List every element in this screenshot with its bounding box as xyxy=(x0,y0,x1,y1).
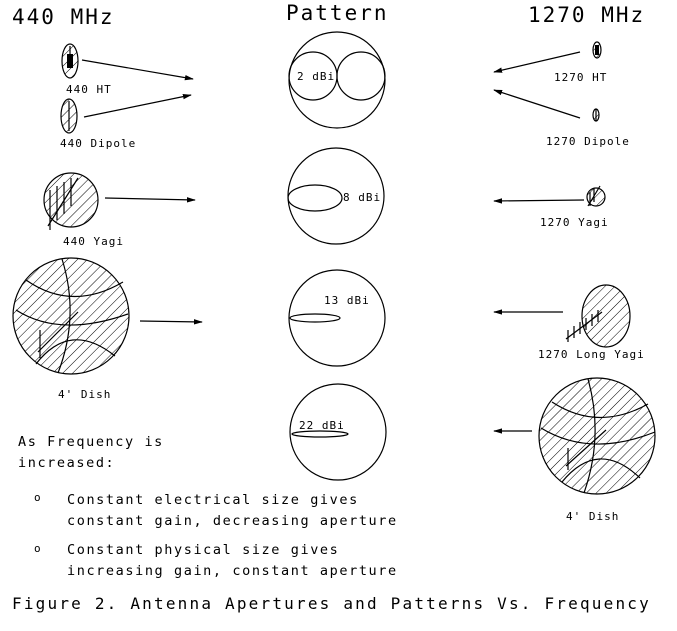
label-440-ht: 440 HT xyxy=(66,83,112,96)
dipole-1270-aperture xyxy=(592,108,600,122)
bullet-marker-1: o xyxy=(34,491,42,504)
dish-440-aperture xyxy=(12,257,130,375)
header-440mhz: 440 MHz xyxy=(12,5,115,29)
ht-440-aperture xyxy=(61,43,79,79)
arrow-ht-1270 xyxy=(493,51,581,73)
long-yagi-1270-aperture xyxy=(565,284,631,348)
yagi-440-aperture xyxy=(43,172,99,230)
label-1270-yagi: 1270 Yagi xyxy=(540,216,609,229)
gain-22dbi: 22 dBi xyxy=(299,419,345,432)
label-1270-dish: 4' Dish xyxy=(566,510,619,523)
label-1270-dipole: 1270 Dipole xyxy=(546,135,630,148)
note-bullet2-line2: increasing gain, constant aperture xyxy=(67,563,398,579)
label-440-dipole: 440 Dipole xyxy=(60,137,136,150)
note-bullet2-line1: Constant physical size gives xyxy=(67,542,339,558)
pattern-dish xyxy=(289,383,387,481)
gain-8dbi: 8 dBi xyxy=(343,191,381,204)
notes-intro-line1: As Frequency is xyxy=(18,434,164,450)
bullet-marker-2: o xyxy=(34,542,42,555)
dish-1270-aperture xyxy=(538,377,656,495)
ht-1270-aperture xyxy=(592,41,602,59)
yagi-1270-aperture xyxy=(586,185,606,207)
arrow-yagi-1270 xyxy=(493,198,585,204)
label-1270-ht: 1270 HT xyxy=(554,71,607,84)
notes-intro-line2: increased: xyxy=(18,455,115,471)
figure-caption: Figure 2. Antenna Apertures and Patterns… xyxy=(12,594,651,613)
pattern-yagi xyxy=(287,147,385,245)
pattern-dipole xyxy=(288,31,386,129)
arrow-dish-440 xyxy=(139,319,203,325)
note-bullet1-line2: constant gain, decreasing aperture xyxy=(67,513,398,529)
arrow-dipole-1270 xyxy=(493,89,581,119)
note-bullet1-line1: Constant electrical size gives xyxy=(67,492,359,508)
gain-13dbi: 13 dBi xyxy=(324,294,370,307)
gain-2dbi: 2 dBi xyxy=(297,70,335,83)
header-pattern: Pattern xyxy=(286,1,389,25)
header-1270mhz: 1270 MHz xyxy=(528,3,645,27)
dipole-440-aperture xyxy=(60,98,78,134)
label-440-dish: 4' Dish xyxy=(58,388,111,401)
arrow-dipole-440 xyxy=(83,93,192,118)
label-440-yagi: 440 Yagi xyxy=(63,235,124,248)
arrow-ht-440 xyxy=(81,59,194,81)
arrow-yagi-440 xyxy=(104,197,196,203)
pattern-long-yagi xyxy=(288,269,386,367)
label-1270-long-yagi: 1270 Long Yagi xyxy=(538,348,645,361)
